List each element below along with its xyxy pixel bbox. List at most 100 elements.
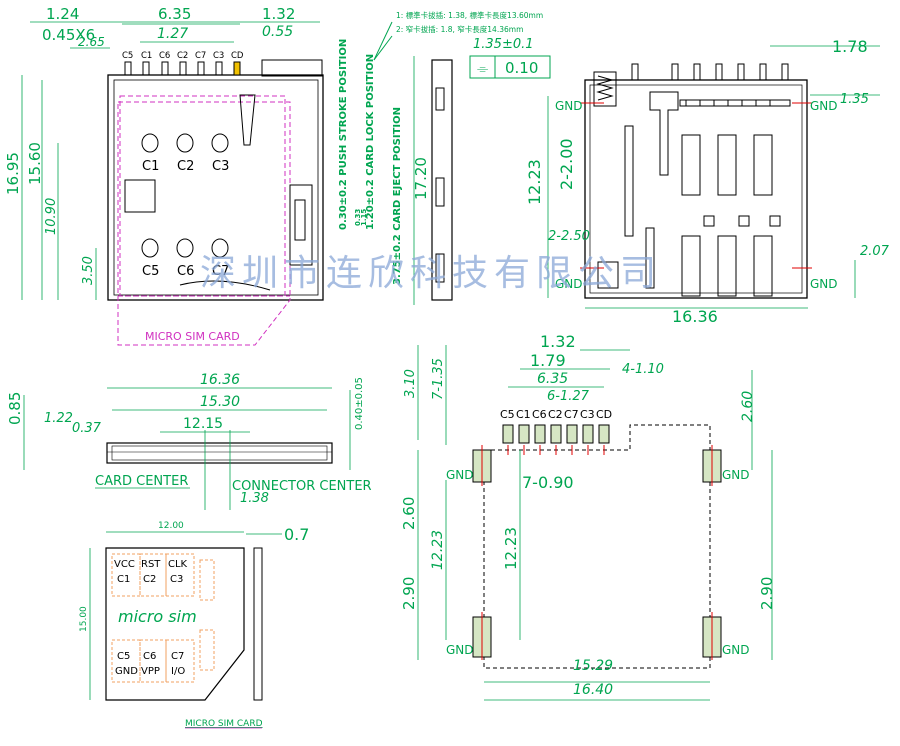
top-pin-label: C6 (159, 51, 170, 61)
top-pin-label: C5 (122, 51, 133, 61)
dim-top: 6.35 (158, 5, 191, 23)
top-pin-label: C1 (141, 51, 152, 61)
sim-pin-name: CLK (168, 559, 188, 570)
dim-top: 2.65 (78, 35, 105, 49)
sim-width: 12.00 (158, 521, 184, 531)
top-pin-label: CD (231, 51, 244, 61)
front-view: 16.36 15.30 12.15 0.85 1.22 0.37 0.40±0.… (6, 372, 372, 510)
pcb-pin-label: C5 (500, 408, 515, 421)
position-note: 1.20±0.2 CARD LOCK POSITION (365, 54, 376, 230)
bottom-dim: 1.35 (840, 92, 869, 107)
front-dim: 0.37 (72, 421, 102, 436)
flatness-symbol: ⌯ (477, 61, 488, 77)
sim-caption: MICRO SIM CARD (185, 719, 263, 729)
gnd-label: GND (810, 99, 838, 113)
pcb-dim: 2.60 (740, 391, 756, 422)
dim-top: 1.24 (46, 5, 79, 23)
dim-left: 15.60 (26, 142, 44, 185)
pcb-dim: 12.23 (430, 530, 446, 570)
dim-left: 16.95 (4, 152, 22, 195)
gnd-label: GND (555, 99, 583, 113)
sim-pin-name: GND (115, 666, 138, 677)
bottom-dim: 2-2.00 (557, 138, 576, 190)
bottom-dim: 2.07 (860, 244, 890, 259)
bottom-dim: 2-2.50 (548, 229, 590, 244)
sim-height: 15.00 (79, 606, 89, 632)
top-view: C5 C1 C6 C2 C7 C3 CD MICRO SIM CARD C (4, 5, 403, 346)
bottom-view: GND GND GND GND 1.78 1.35 2-2.00 12.23 2… (525, 37, 890, 326)
pcb-dim: 16.40 (573, 682, 613, 698)
side-view: 17.20 1.35±0.1 ⌯ 0.10 (412, 37, 551, 305)
front-dim: 0.85 (6, 392, 24, 425)
pcb-pin-label: C1 (516, 408, 531, 421)
gnd-label: GND (810, 277, 838, 291)
front-dim: 12.15 (183, 416, 223, 432)
pcb-pin-label: CD (596, 408, 612, 421)
dim-top: 1.27 (157, 26, 188, 42)
pcb-pin-label: C3 (580, 408, 595, 421)
pcb-dim: 12.23 (502, 527, 520, 570)
dim-left: 10.90 (44, 198, 59, 235)
small-dim: 1.15 (360, 209, 368, 226)
top-contacts (141, 133, 229, 258)
micro-sim-card: VCC RST CLK C1 C2 C3 C5 C6 C7 GND VPP I/… (79, 521, 309, 729)
sim-thickness: 0.7 (284, 525, 309, 544)
pcb-gnd-label: GND (722, 643, 750, 657)
sim-center-text: micro sim (118, 607, 197, 626)
side-dim: 1.35±0.1 (473, 37, 534, 52)
pcb-dim: 1.79 (530, 351, 566, 370)
flatness-value: 0.10 (505, 59, 538, 77)
dim-top: 1.32 (262, 5, 295, 23)
side-height: 17.20 (412, 157, 430, 200)
pcb-dim: 2.90 (758, 577, 776, 610)
pcb-dim: 7-1.35 (431, 358, 446, 400)
sim-pin-id: C1 (117, 574, 130, 585)
pcb-layout: C5 C1 C6 C2 C7 C3 CD GND GND GND GND 1.3… (400, 332, 776, 701)
top-pin-label: C7 (195, 51, 206, 61)
front-dim: 1.38 (240, 491, 269, 506)
dim-top: 0.45X6 (42, 26, 95, 44)
note-line-1: 1: 標準卡拔插: 1.38, 標準卡長度13.60mm (396, 10, 543, 20)
front-dim: 1.22 (44, 411, 73, 426)
pcb-gnd-label: GND (722, 468, 750, 482)
position-note: 0.30±0.2 PUSH STROKE POSITION (338, 39, 349, 230)
sim-pin-id: C6 (143, 651, 156, 662)
sim-pin-id: C2 (143, 574, 156, 585)
contact-label: C1 (142, 159, 159, 174)
dim-left: 3.50 (81, 256, 96, 285)
contact-label: C5 (142, 264, 159, 279)
dim-top: 0.55 (262, 24, 293, 40)
bottom-dim: 16.36 (672, 307, 718, 326)
sim-pin-name: I/O (171, 666, 185, 677)
front-dim: 15.30 (200, 394, 240, 410)
contact-label: C7 (212, 264, 229, 279)
pcb-dim: 4-1.10 (622, 362, 664, 377)
pcb-pitch-dim: 7-0.90 (522, 473, 574, 492)
pcb-pin-label: C7 (564, 408, 579, 421)
contact-label: C2 (177, 159, 194, 174)
sim-pin-id: C7 (171, 651, 184, 662)
top-view-pins (124, 59, 323, 77)
pcb-dim: 6.35 (537, 371, 568, 387)
sim-pin-name: VPP (141, 666, 160, 677)
sim-pin-id: C5 (117, 651, 130, 662)
front-dim: 16.36 (200, 372, 240, 388)
pcb-pin-label: C6 (532, 408, 547, 421)
connector-center-label: CONNECTOR CENTER (232, 479, 372, 494)
pcb-dim: 2.60 (400, 497, 418, 530)
position-note: 3.75±0.2 CARD EJECT POSITION (392, 107, 403, 285)
small-dim: 0.33 (354, 209, 362, 226)
top-pin-label: C3 (213, 51, 224, 61)
note-line-2: 2: 窄卡拔插: 1.8, 窄卡長度14.36mm (396, 24, 523, 34)
gnd-label: GND (555, 277, 583, 291)
sim-pin-name: RST (141, 559, 161, 570)
top-pin-label: C2 (177, 51, 188, 61)
contact-label: C3 (212, 159, 229, 174)
pcb-dim: 1.32 (540, 332, 576, 351)
contact-label: C6 (177, 264, 194, 279)
card-center-label: CARD CENTER (95, 474, 188, 489)
front-dim: 0.40±0.05 (354, 377, 365, 430)
pcb-dim: 2.90 (400, 577, 418, 610)
watermark: 深圳市连欣科技有限公司 (200, 253, 662, 294)
bottom-dim: 1.78 (832, 37, 868, 56)
